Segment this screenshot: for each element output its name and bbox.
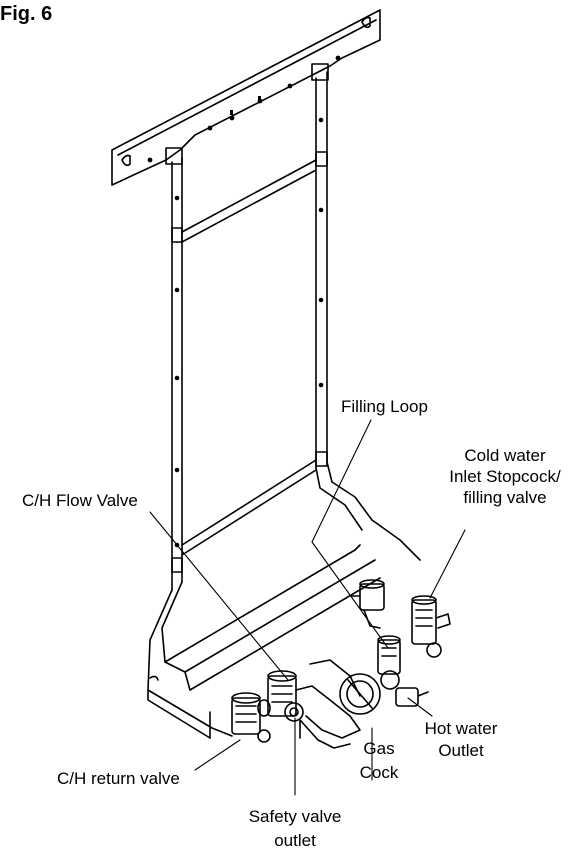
vertical-rails — [171, 71, 328, 591]
leader-cold-water — [429, 529, 466, 599]
figure-label: Fig. 6 — [0, 3, 53, 25]
label-ch-return-valve: C/H return valve — [57, 769, 180, 788]
label-gas-cock-line2: Cock — [359, 763, 399, 782]
leader-ch-flow — [149, 511, 289, 681]
leader-lines — [149, 419, 466, 796]
label-cold-water-line3: filling valve — [463, 488, 547, 507]
label-hot-water-line1: Hot water — [424, 719, 498, 738]
label-hot-water-line2: Outlet — [438, 741, 484, 760]
label-cold-water-line2: Inlet Stopcock/ — [449, 467, 561, 486]
valve-assembly — [231, 579, 451, 749]
base-tray — [147, 461, 421, 739]
label-ch-flow-valve: C/H Flow Valve — [22, 491, 138, 510]
leader-hot-water — [407, 697, 433, 717]
label-gas-cock-line1: Gas — [363, 739, 395, 758]
leader-ch-return — [194, 739, 241, 771]
label-safety-valve-line1: Safety valve — [248, 807, 342, 826]
label-cold-water-line1: Cold water — [464, 446, 546, 465]
leader-filling-loop — [311, 419, 372, 543]
label-filling-loop: Filling Loop — [341, 397, 428, 416]
mounting-bracket — [111, 9, 381, 186]
label-safety-valve-line2: outlet — [274, 831, 316, 850]
leader-filling-loop-2 — [311, 541, 389, 649]
